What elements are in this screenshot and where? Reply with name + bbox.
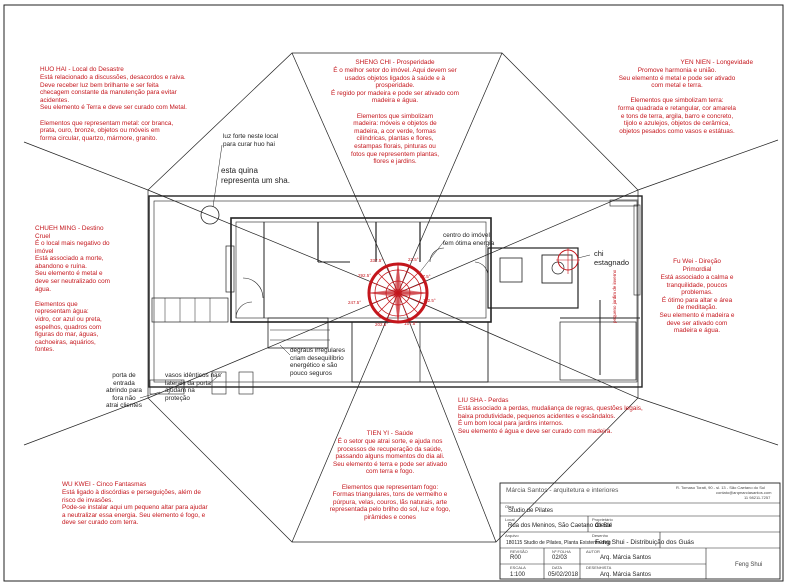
compass-deg-337: 337.5° — [370, 258, 384, 263]
sector-liu-sha-body: Está associado a perdas, mudaliança de r… — [458, 405, 643, 435]
sector-yen-nien-title: YEN NIEN - Longevidade — [680, 59, 753, 66]
compass-deg-247: 247.5° — [348, 300, 362, 305]
tb-escala-label: ESCALA — [510, 565, 526, 570]
tb-local: Rua dos Meninos, São Caetano do Sul — [508, 523, 612, 529]
note-vasos: vasos idênticos nas laterais da porta aj… — [165, 372, 221, 402]
tb-folha-label: Nº FOLHA — [552, 549, 571, 554]
tb-folha: 02/03 — [552, 555, 568, 561]
note-centro: centro do imóvel tem ótima energia — [443, 232, 495, 247]
sector-fu-wei-title: Fu Wei - Direção Primordial — [673, 258, 721, 273]
floor-plan — [148, 195, 643, 388]
tb-autor: Arq. Márcia Santos — [600, 555, 652, 561]
compass-deg-157: 157.5° — [404, 321, 418, 326]
sector-liu-sha-title: LIU SHA - Perdas — [458, 397, 509, 404]
tb-desenhista-label: DESENHISTA — [586, 565, 612, 570]
tb-autor-label: AUTOR — [586, 549, 600, 554]
tb-revisao-label: REVISÃO — [510, 549, 528, 554]
sector-sheng-chi-title: SHENG CHI - Prosperidade — [355, 59, 435, 66]
compass-deg-292: 292.5° — [358, 273, 372, 278]
note-degraus: degraus irregulares criam desequilíbrio … — [290, 347, 346, 377]
sector-fu-wei-body: Está associado a calma e tranquilidade, … — [659, 274, 735, 335]
note-luz-forte: luz forte neste local para curar huo hai — [223, 133, 279, 148]
tb-phone: 11 98211-7257 — [744, 495, 771, 500]
compass-deg-112: 112.5° — [423, 298, 436, 303]
note-porta-entrada: porta de entrada abrindo para fora não a… — [106, 372, 142, 410]
sector-sheng-chi-body: É o melhor setor do imóvel. Aqui devem s… — [331, 67, 459, 166]
tb-arquivo: 180115 Studio de Pilates, Planta Existen… — [506, 540, 611, 546]
tb-desenho: Feng Shui - Distribuição dos Guás — [595, 539, 694, 546]
sector-tien-yi-title: TIEN YI - Saúde — [366, 430, 414, 437]
entry-steps — [149, 371, 254, 395]
tb-data: 05/02/2018 — [548, 572, 579, 578]
tb-revisao: R00 — [510, 555, 522, 561]
tb-proprietario: Cleide — [595, 523, 613, 529]
sector-wu-kwei-title: WU KWEI - Cinco Fantasmas — [62, 481, 147, 488]
tb-escala: 1:100 — [510, 572, 526, 578]
note-quina-sha: esta quina representa um sha. — [221, 166, 290, 185]
compass-deg-202: 202.5° — [375, 322, 389, 327]
sector-tien-yi-body: É o setor que atrai sorte, e ajuda nos p… — [329, 438, 451, 521]
tb-firm: Márcia Santos - arquitetura e interiores — [506, 487, 619, 494]
tb-data-label: DATA — [552, 565, 563, 570]
tb-email: contato@arqmarciasantos.com — [716, 490, 772, 495]
compass-rose — [367, 262, 429, 324]
compass-deg-67: 67.5° — [420, 274, 431, 279]
title-block — [499, 482, 781, 580]
tb-address: R. Tomaso Torati, 90 - sl. 13 - São Caet… — [676, 485, 766, 490]
sector-chueh-ming-body: É o local mais negativo do imóvel Está a… — [35, 240, 110, 354]
tb-desenho-label: Desenho — [592, 533, 609, 538]
sector-wu-kwei-body: Está ligado à discórdias e perseguições,… — [62, 489, 208, 527]
tb-desenhista: Arq. Márcia Santos — [600, 572, 652, 578]
sector-lines — [23, 52, 779, 543]
note-vertical: pequeno jardim de inverno — [612, 269, 617, 323]
sector-huo-hai-title: HUO HAI - Local do Desastre — [40, 66, 124, 73]
sector-chueh-ming-title: CHUEH MING - Destino Cruel — [35, 225, 104, 240]
tb-stamp: Feng Shui — [735, 562, 763, 568]
compass-deg-22: 22.5° — [408, 257, 419, 262]
tb-obra: Studio de Pilates — [508, 508, 554, 514]
tb-local-label: Local — [505, 517, 515, 522]
tb-arquivo-label: Arquivo — [505, 533, 519, 538]
sector-huo-hai-body: Está relacionado a discussões, desacordo… — [40, 74, 187, 142]
note-chi-estagnado: chi estagnado — [594, 249, 630, 267]
tb-obra-label: Obra — [505, 504, 514, 509]
tb-proprietario-label: Proprietário — [592, 517, 613, 522]
leader-lines — [139, 144, 591, 399]
sector-yen-nien-body: Promove harmonia e união. Seu elemento é… — [618, 67, 736, 135]
huo-hai-light-marker — [200, 205, 220, 225]
sheet-border — [3, 4, 784, 582]
